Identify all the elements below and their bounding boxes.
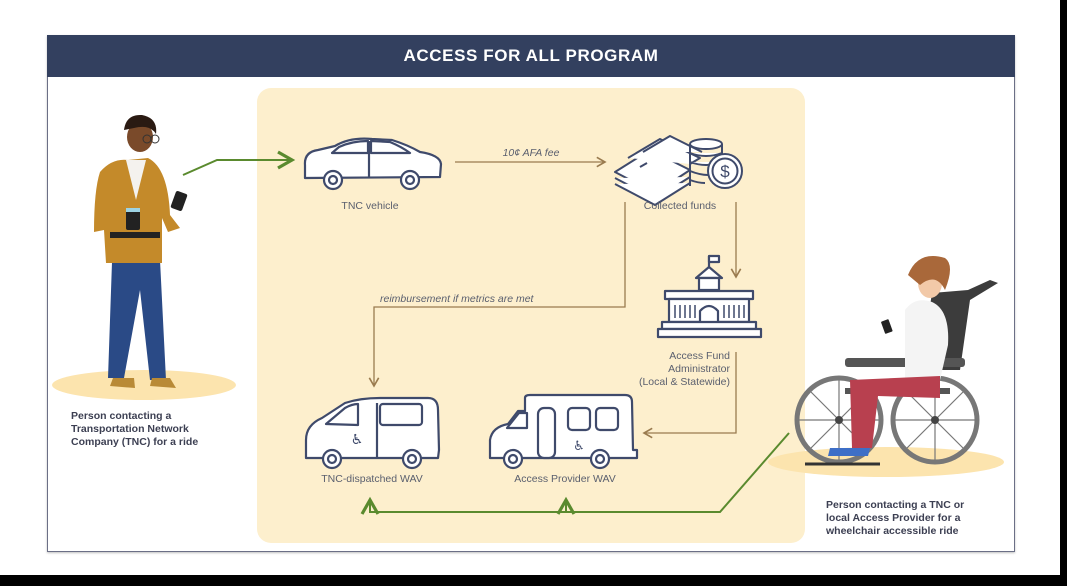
wheelchair-rider-label-line: local Access Provider for a (826, 512, 961, 524)
wheelchair-rider-label: Person contacting a TNC or local Access … (826, 499, 964, 538)
wheelchair-rider-label-line: wheelchair accessible ride (826, 525, 959, 537)
accessible-van-icon: ♿ (304, 396, 441, 470)
tnc-vehicle-label: TNC vehicle (341, 200, 399, 212)
svg-text:♿: ♿ (351, 432, 364, 448)
page-title: ACCESS FOR ALL PROGRAM (47, 35, 1015, 77)
edge-reimbursement (368, 202, 626, 388)
administrator-label-line: (Local & Statewide) (638, 376, 730, 388)
edge-rider-to-tnc (182, 150, 296, 176)
administrator-label: Access Fund Administrator (Local & State… (610, 350, 730, 389)
edge-admin-to-provider (642, 352, 737, 439)
edge-wheelchair-to-wavs (360, 432, 790, 515)
government-building-icon (656, 254, 763, 339)
tnc-wav-label: TNC-dispatched WAV (321, 473, 423, 485)
svg-text:$: $ (720, 162, 730, 181)
svg-text:♿: ♿ (573, 439, 585, 454)
rider-label-line: Transportation Network (71, 423, 189, 435)
reimbursement-edge-label: reimbursement if metrics are met (380, 293, 534, 305)
car-icon (303, 137, 443, 191)
rider-label: Person contacting a Transportation Netwo… (71, 410, 198, 449)
money-stack-icon: $ (614, 135, 743, 206)
collected-funds-label: Collected funds (643, 200, 717, 212)
wheelchair-rider-illustration (768, 256, 1004, 477)
rider-label-line: Person contacting a (71, 410, 172, 422)
provider-wav-label: Access Provider WAV (514, 473, 616, 485)
wheelchair-rider-label-line: Person contacting a TNC or (826, 499, 965, 511)
administrator-label-line: Access Fund (669, 350, 730, 362)
fee-edge-label: 10¢ AFA fee (502, 147, 560, 159)
administrator-label-line: Administrator (668, 363, 730, 375)
rider-illustration (52, 114, 236, 400)
accessible-shuttle-icon: ♿ (488, 393, 639, 470)
rider-label-line: Company (TNC) for a ride (71, 436, 199, 448)
